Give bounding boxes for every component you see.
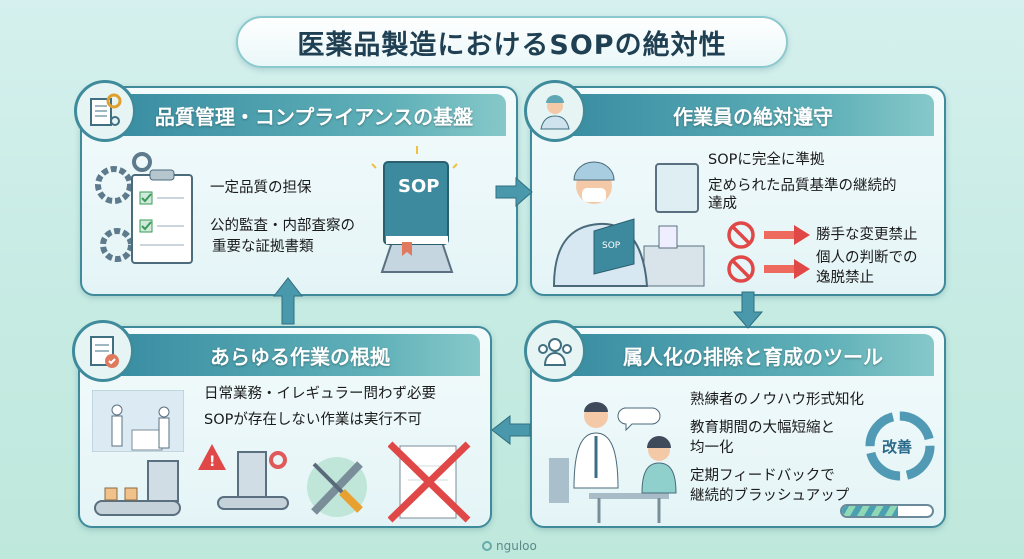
worker-item-2: 定められた品質基準の継続的	[708, 178, 897, 194]
brand-name: nguloo	[496, 539, 537, 553]
training-item-5: 継続的ブラッシュアップ	[690, 488, 850, 504]
quality-item-1: 一定品質の担保	[210, 180, 312, 196]
page-title: 医薬品製造におけるSOPの絶対性	[236, 16, 788, 68]
warning-machine-icon: !	[198, 444, 289, 510]
card-heading: 品質管理・コンプライアンスの基盤	[122, 94, 506, 136]
svg-text:!: !	[209, 454, 215, 470]
red-arrow-icon	[764, 259, 810, 279]
brand-logo-icon	[482, 541, 492, 551]
progress-bar	[840, 504, 934, 518]
training-item-3: 均一化	[690, 440, 734, 456]
worker-item-1: SOPに完全に準拠	[708, 152, 825, 168]
no-document-icon	[388, 441, 471, 523]
arrow-up-icon	[272, 277, 304, 325]
cycle-label: 改善	[882, 438, 913, 456]
prohibition-2: 個人の判断での	[816, 250, 918, 266]
prohibition-icon	[727, 221, 755, 249]
worker-item-3: 達成	[708, 196, 737, 212]
prohibition-3: 逸脱禁止	[816, 270, 874, 286]
worker-reading-sop-illustration: SOP	[552, 161, 705, 287]
training-item-1: 熟練者のノウハウ形式知化	[690, 392, 864, 408]
basis-item-1: 日常業務・イレギュラー問わず必要	[204, 386, 436, 402]
conveyor-machine-icon	[94, 460, 181, 516]
basis-item-2: SOPが存在しない作業は実行不可	[204, 412, 422, 428]
quality-item-2: 公的監査・内部査察の	[210, 218, 355, 234]
card-heading: あらゆる作業の根拠	[120, 334, 480, 376]
training-item-4: 定期フィードバックで	[690, 468, 835, 484]
card-training-tool: 属人化の排除と育成のツール 熟練者のノウハウ形式知化 教育期間の大幅短縮と 均一…	[524, 320, 946, 528]
arrow-left-icon	[491, 414, 531, 446]
clipboard-check-icon	[72, 320, 134, 382]
arrow-right-icon	[495, 176, 533, 208]
card-quality-foundation: 品質管理・コンプライアンスの基盤 一定品質の担保 公的監査・内部査察の 重要な証…	[74, 80, 518, 296]
tools-wrench-screwdriver-icon	[307, 457, 367, 517]
people-group-icon	[524, 320, 586, 382]
document-gear-icon	[74, 80, 136, 142]
cleanroom-illustration	[92, 390, 184, 452]
footer-brand: nguloo	[482, 539, 537, 553]
red-arrow-icon	[764, 225, 810, 245]
card-work-basis: あらゆる作業の根拠 日常業務・イレギュラー問わず必要 SOPが存在しない作業は実…	[72, 320, 492, 528]
clipboard-gears-icon	[95, 152, 193, 264]
sop-book-label: SOP	[398, 176, 440, 197]
progress-fill	[842, 506, 898, 516]
worker-avatar-icon	[524, 80, 586, 142]
improvement-cycle-icon: 改善	[860, 406, 940, 486]
quality-item-3: 重要な証拠書類	[212, 239, 314, 255]
arrow-down-icon	[732, 291, 764, 329]
card-worker-compliance: 作業員の絶対遵守 SOP SOPに完全に準拠 定められた品質基準の継続的 達成 …	[524, 80, 946, 296]
training-item-2: 教育期間の大幅短縮と	[690, 420, 835, 436]
mentor-training-illustration	[549, 402, 677, 523]
worker-book-label: SOP	[602, 241, 621, 251]
sop-book-icon: SOP	[371, 146, 460, 273]
card-heading: 属人化の排除と育成のツール	[572, 334, 934, 376]
prohibition-icon	[727, 255, 755, 283]
prohibition-1: 勝手な変更禁止	[816, 227, 918, 243]
card-heading: 作業員の絶対遵守	[572, 94, 934, 136]
